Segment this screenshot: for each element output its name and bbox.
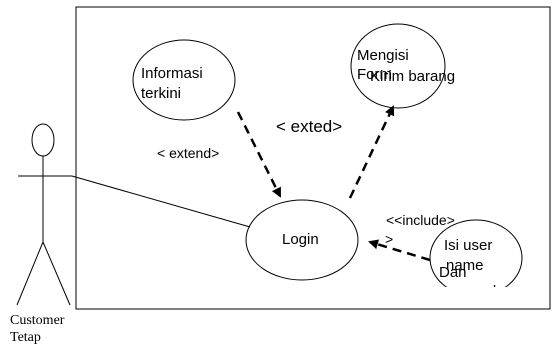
association-line <box>71 175 251 228</box>
extend-arrow-mengisi <box>348 105 395 199</box>
usecase-mengisi-line2: Form <box>357 66 392 83</box>
usecase-informasi-line2: terkini <box>141 85 181 102</box>
usecase-isi-user-line2: name <box>446 257 484 274</box>
usecase-isi-user-line4: password <box>432 283 496 300</box>
include-arrow <box>368 239 431 262</box>
actor-name-line2: Tetap <box>10 330 41 345</box>
usecase-isi-user-line1: Isi user <box>444 237 492 254</box>
include-label-tail: > <box>385 231 393 247</box>
extend-arrow-informasi <box>236 111 282 198</box>
usecase-isi-user-group: Isi user name Dan password <box>429 219 523 300</box>
usecase-mengisi-form <box>350 23 446 109</box>
usecase-mengisi-line3: Kirim barang <box>370 68 455 85</box>
usecase-mengisi-line1: Mengisi <box>357 47 409 64</box>
actor-left-leg <box>16 241 44 306</box>
actor-right-leg <box>42 241 71 306</box>
extend-label-top: < exted> <box>276 117 342 136</box>
system-boundary <box>75 6 551 310</box>
usecase-informasi-line1: Informasi <box>141 65 203 82</box>
usecase-login-label: Login <box>282 231 319 248</box>
include-label: <<include> <box>386 212 455 228</box>
usecase-login <box>245 199 359 281</box>
usecase-informasi-terkini <box>132 39 236 121</box>
extend-label-left: < extend> <box>157 145 219 161</box>
actor-name-line1: Customer <box>10 313 65 328</box>
usecase-isi-user-line3: Dan <box>439 264 467 281</box>
actor-figure <box>16 123 72 306</box>
usecase-isi-user <box>429 219 523 287</box>
actor-head <box>31 123 55 157</box>
